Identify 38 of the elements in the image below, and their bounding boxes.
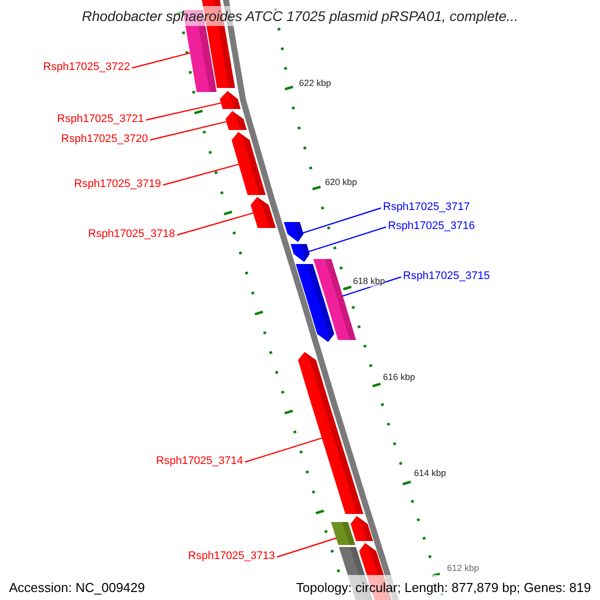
gene-label: Rsph17025_3717 xyxy=(383,200,470,215)
leader-line xyxy=(308,226,386,252)
gene-label: Rsph17025_3721 xyxy=(57,112,144,127)
gene-feature xyxy=(232,132,266,195)
gene-feature xyxy=(296,264,334,342)
leader-line xyxy=(176,212,254,236)
leader-line xyxy=(162,164,239,186)
gene-label: Rsph17025_3719 xyxy=(74,177,161,192)
leader-line xyxy=(342,276,402,297)
leader-line xyxy=(146,102,222,121)
gene-label: Rsph17025_3720 xyxy=(61,132,148,147)
leader-line xyxy=(150,121,226,141)
gene-label: Rsph17025_3722 xyxy=(43,60,130,75)
tick-label: 614 kbp xyxy=(414,467,446,479)
tick-label: 618 kbp xyxy=(353,275,386,287)
tick-label: 620 kbp xyxy=(325,176,358,188)
gene-feature xyxy=(226,111,247,130)
tick-label: 622 kbp xyxy=(299,77,332,89)
gene-label: Rsph17025_3713 xyxy=(188,549,275,564)
leader-line xyxy=(132,52,190,69)
gene-label: Rsph17025_3714 xyxy=(156,454,243,469)
gene-label: Rsph17025_3715 xyxy=(403,269,490,284)
accession-text: Accession: NC_009429 xyxy=(9,580,145,596)
gene-label: Rsph17025_3716 xyxy=(388,219,475,234)
tick-label: 616 kbp xyxy=(383,371,416,383)
gene-feature xyxy=(220,91,241,109)
leader-line xyxy=(302,207,382,234)
leader-line xyxy=(276,537,337,558)
tick-label: 612 kbp xyxy=(447,562,480,574)
gene-feature xyxy=(350,516,373,541)
gene-feature xyxy=(250,197,276,228)
gene-label: Rsph17025_3718 xyxy=(88,227,175,242)
leader-line xyxy=(244,438,322,463)
gene-block xyxy=(331,522,356,545)
gene-feature xyxy=(298,352,364,514)
gene-feature xyxy=(290,244,310,262)
gene-feature xyxy=(284,222,304,242)
summary-text: Topology: circular; Length: 877,879 bp; Genes: 819 xyxy=(296,580,591,596)
